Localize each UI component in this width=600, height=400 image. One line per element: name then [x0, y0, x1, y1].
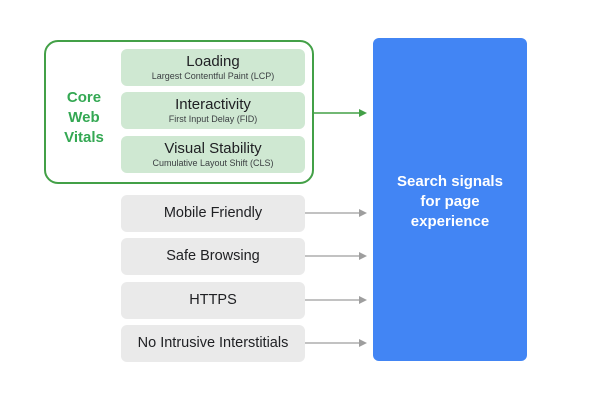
metric-loading: Loading Largest Contentful Paint (LCP) [121, 49, 305, 86]
arrow-https [305, 296, 367, 304]
page-experience-label-line: Search signals [397, 173, 503, 190]
page-experience-label-line: for page [420, 193, 480, 210]
core-web-vitals-group [44, 40, 314, 184]
core-web-vitals-label-line: Web [68, 109, 100, 126]
metric-visual-stability: Visual Stability Cumulative Layout Shift… [121, 136, 305, 173]
metric-interactivity: Interactivity First Input Delay (FID) [121, 92, 305, 129]
signal-no-intrusive-interstitials: No Intrusive Interstitials [121, 325, 305, 362]
core-web-vitals-label-line: Core [66, 89, 102, 106]
metric-title: Interactivity [175, 96, 251, 113]
core-web-vitals-label-line: Vitals [64, 129, 104, 146]
metric-subtitle: Cumulative Layout Shift (CLS) [152, 158, 274, 168]
page-experience-label-line: experience [410, 213, 490, 230]
metric-subtitle: Largest Contentful Paint (LCP) [151, 71, 275, 81]
arrow-no-intrusive-interstitials [305, 339, 367, 347]
arrow-core-web-vitals [314, 109, 367, 117]
metric-subtitle: First Input Delay (FID) [168, 114, 258, 124]
signal-safe-browsing: Safe Browsing [121, 238, 305, 275]
metric-title: Loading [186, 53, 240, 70]
arrow-mobile-friendly [305, 209, 367, 217]
page-experience-label: Search signals for page experience [373, 172, 527, 232]
signal-https: HTTPS [121, 282, 305, 319]
metric-title: Visual Stability [164, 140, 262, 157]
arrow-safe-browsing [305, 252, 367, 260]
page-experience-target: Search signals for page experience [373, 38, 527, 361]
signal-mobile-friendly: Mobile Friendly [121, 195, 305, 232]
core-web-vitals-label: Core Web Vitals [54, 88, 114, 148]
